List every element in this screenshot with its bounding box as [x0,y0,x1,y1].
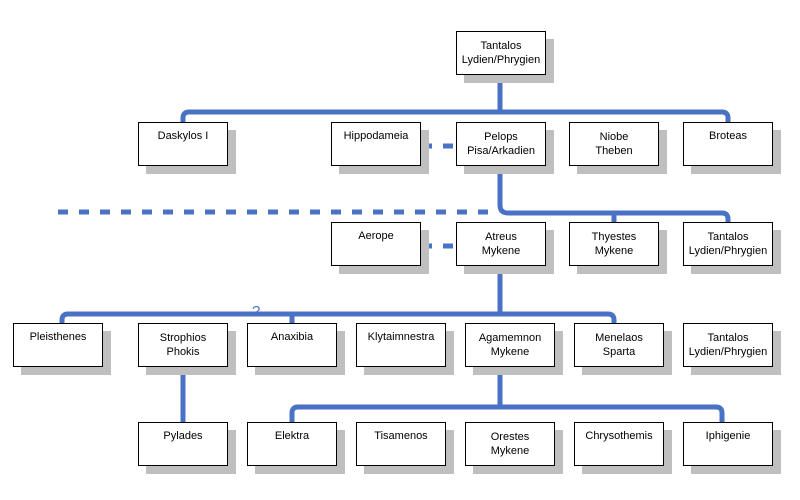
node-place: Mykene [594,245,634,257]
node-name: Pleisthenes [29,331,87,343]
uncertain-parentage-marker: ? [252,303,261,320]
node-name: Chrysothemis [585,430,653,442]
node-name: Pylades [163,430,203,442]
node-name: Iphigenie [705,430,751,442]
node-pelops: Pelops Pisa/Arkadien [456,122,546,166]
node-iphigenie: Iphigenie [683,422,773,466]
node-tantalos-2: Tantalos Lydien/Phrygien [683,222,773,266]
node-place: Phokis [166,346,200,358]
node-name: Klytaimnestra [367,331,435,343]
node-name: Elektra [274,430,310,442]
node-broteas: Broteas [683,122,773,166]
atreus-children-connector [59,264,617,326]
node-tisamenos: Tisamenos [356,422,446,466]
node-name: Thyestes [591,231,637,243]
node-name: Hippodameia [343,130,409,142]
node-menelaos: Menelaos Sparta [574,323,664,367]
node-tantalos-3: Tantalos Lydien/Phrygien [683,323,773,367]
node-elektra: Elektra [247,422,337,466]
node-place: Pisa/Arkadien [467,145,535,157]
node-name: Agamemnon [478,332,542,344]
node-place: Mykene [490,445,530,457]
node-tantalos: Tantalos Lydien/Phrygien [456,31,546,75]
node-name: Tisamenos [374,430,428,442]
node-orestes: Orestes Mykene [465,422,555,466]
node-chrysothemis: Chrysothemis [574,422,664,466]
node-daskylos: Daskylos I [138,122,228,166]
node-place: Lydien/Phrygien [688,346,768,358]
node-agamemnon: Agamemnon Mykene [465,323,555,367]
node-name: Tantalos [707,332,749,344]
node-place: Lydien/Phrygien [461,54,541,66]
node-place: Mykene [490,346,530,358]
node-name: Tantalos [480,40,522,52]
node-name: Anaxibia [270,331,314,343]
node-klytaimnestra: Klytaimnestra [356,323,446,367]
node-name: Broteas [709,130,747,142]
node-place: Mykene [481,245,521,257]
node-hippodameia: Hippodameia [331,122,421,166]
node-atreus: Atreus Mykene [456,222,546,266]
node-place: Sparta [602,346,636,358]
node-pleisthenes: Pleisthenes [13,323,103,367]
tantalos-children-connector [180,72,731,125]
node-place: Theben [595,145,633,157]
node-pylades: Pylades [138,422,228,466]
node-name: Orestes [490,431,530,443]
pelops-children-connector [497,162,731,225]
node-thyestes: Thyestes Mykene [569,222,659,266]
node-name: Tantalos [707,231,749,243]
node-name: Pelops [484,131,518,143]
node-place: Lydien/Phrygien [688,245,768,257]
node-name: Strophios [159,332,207,344]
node-anaxibia: Anaxibia [247,323,337,367]
node-name: Menelaos [595,332,643,344]
node-strophios: Strophios Phokis [138,323,228,367]
agamemnon-children-connector [289,364,725,425]
node-name: Aerope [358,230,394,242]
node-aerope: Aerope [331,222,421,266]
node-name: Niobe [599,131,629,143]
node-name: Atreus [485,231,517,243]
node-niobe: Niobe Theben [569,122,659,166]
node-name: Daskylos I [157,130,209,142]
